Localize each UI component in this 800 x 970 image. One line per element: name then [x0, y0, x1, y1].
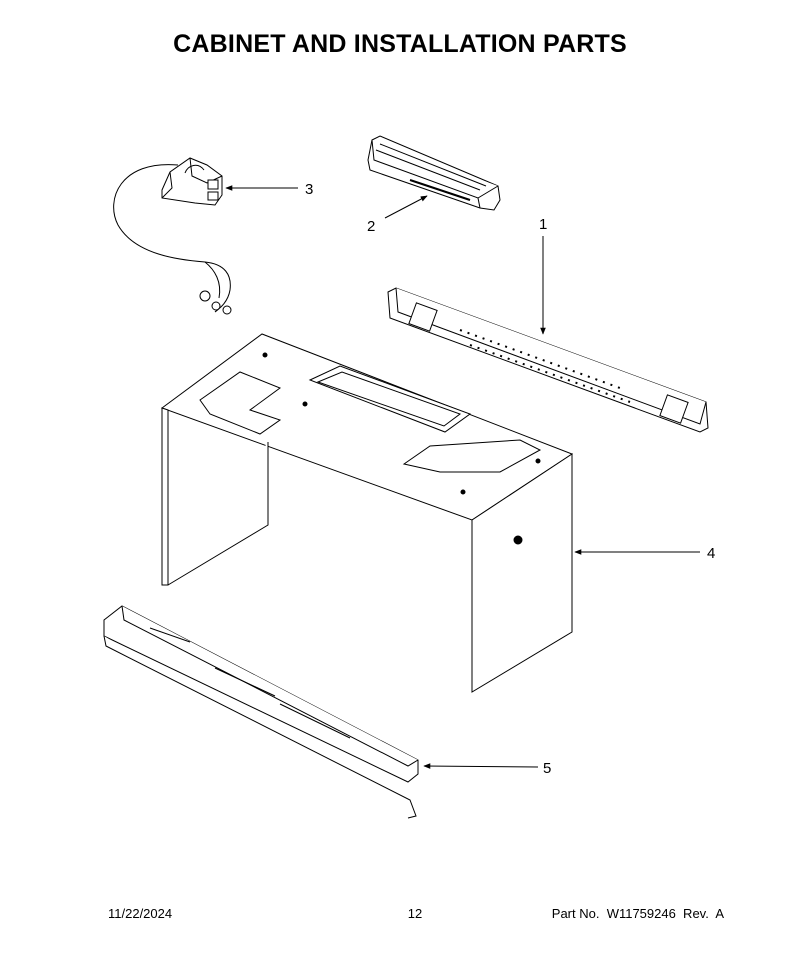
power-cord-part: [113, 157, 232, 315]
callout-1: 1: [539, 216, 547, 233]
page-title: CABINET AND INSTALLATION PARTS: [173, 30, 627, 58]
leader-line-5: [423, 763, 539, 769]
top-vent-part: [367, 135, 501, 211]
callout-3: 3: [305, 181, 313, 198]
mounting-plate-part: [387, 287, 709, 433]
footer-date: 11/22/2024: [108, 906, 173, 921]
footer-page-number: 12: [407, 906, 423, 921]
callout-5: 5: [543, 760, 551, 777]
callout-4: 4: [707, 545, 715, 562]
footer-part-number: Part No. W11759246 Rev. A: [551, 906, 724, 921]
cabinet-wrapper-part: [160, 333, 574, 693]
callout-2: 2: [367, 218, 375, 235]
bottom-trim-part: [103, 605, 419, 819]
leader-line-2: [384, 195, 428, 219]
